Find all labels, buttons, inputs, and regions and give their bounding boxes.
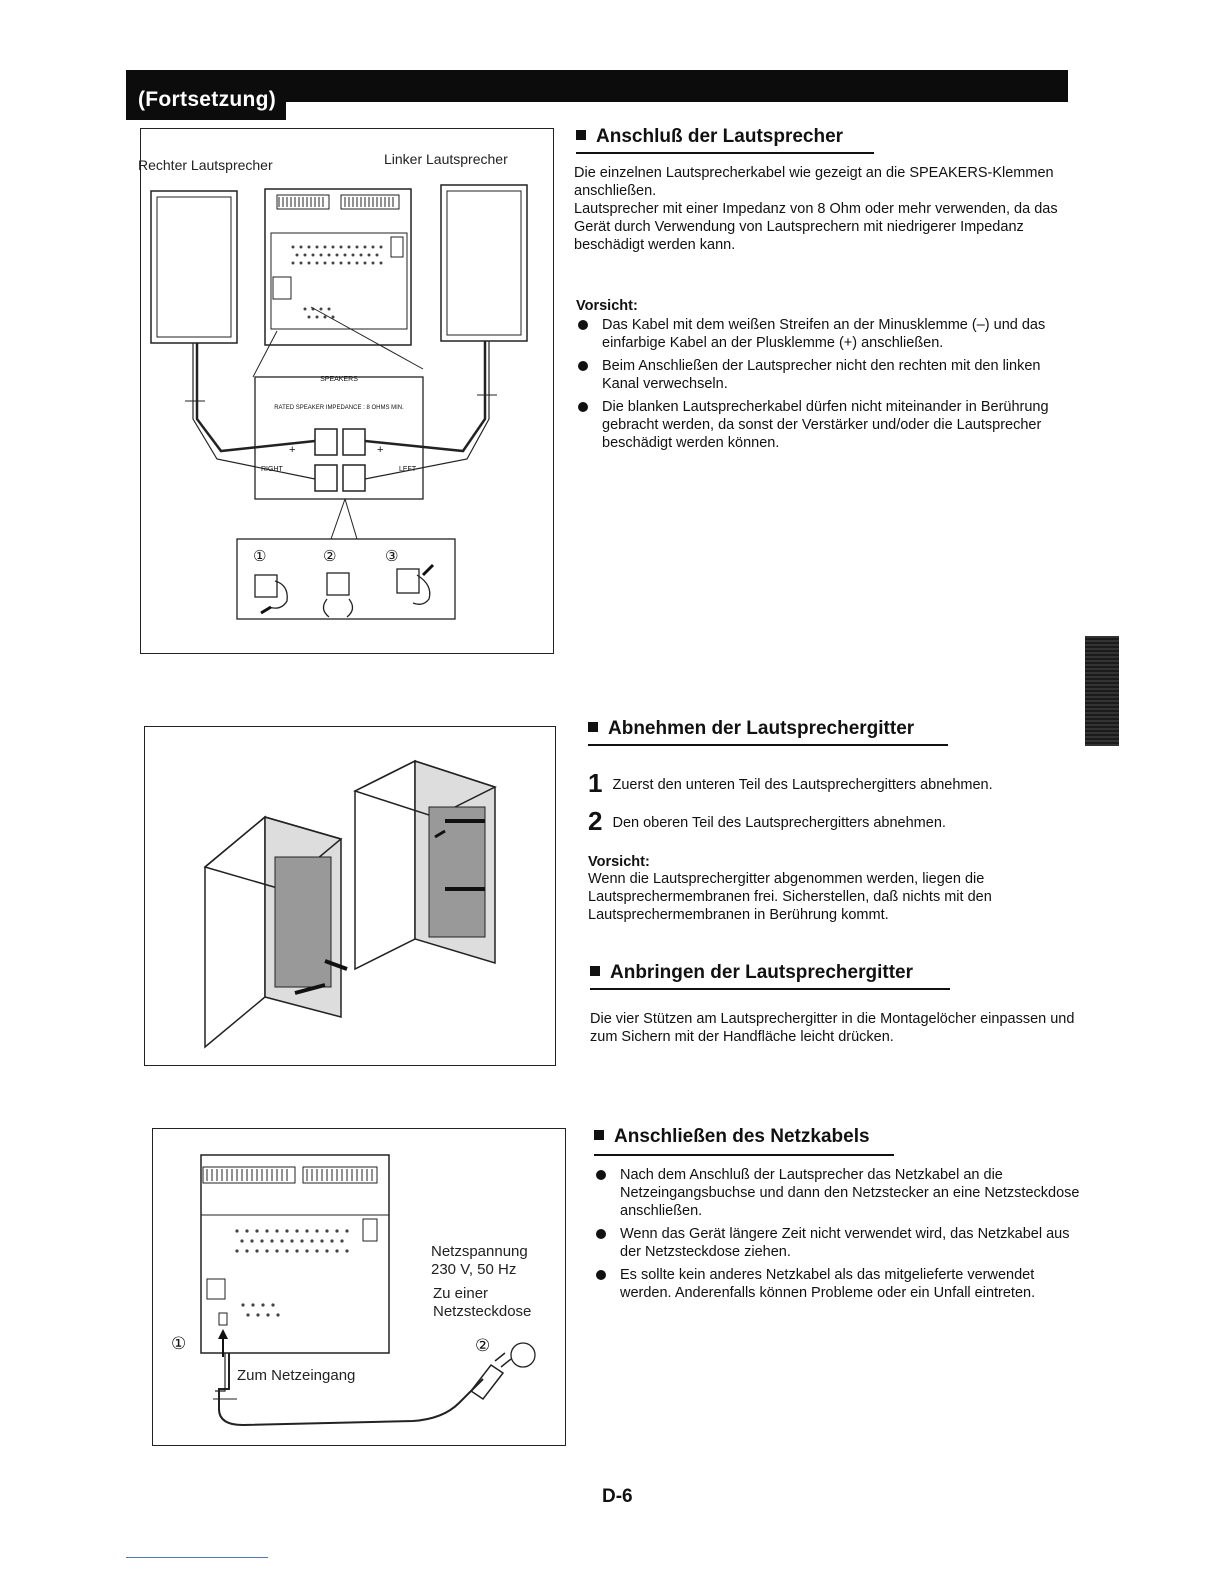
step-1-marker: ① — [171, 1334, 186, 1353]
left-speaker-label: Linker Lautsprecher — [384, 151, 508, 167]
svg-text:+: + — [289, 444, 295, 456]
grille-removal-illustration — [203, 759, 497, 1049]
section-title-text: Anschluß der Lautsprecher — [596, 126, 844, 147]
header-tab — [126, 86, 286, 120]
step-2-marker: ② — [323, 548, 336, 565]
title-underline — [594, 1154, 894, 1156]
paragraph: Die einzelnen Lautsprecherkabel wie geze… — [574, 165, 1054, 199]
step-number: 2 — [588, 806, 603, 836]
title-underline — [590, 988, 950, 990]
bullet-square-icon — [576, 129, 586, 140]
header-title: (Fortsetzung) — [138, 88, 277, 111]
power-cord-illustration: ① ② — [171, 1154, 536, 1427]
caution-list: Das Kabel mit dem weißen Streifen an der… — [576, 316, 1072, 457]
grille-removal-figure — [144, 726, 556, 1066]
bullet-square-icon — [594, 1129, 604, 1140]
list-item: Die blanken Lautsprecherkabel dürfen nic… — [576, 398, 1072, 452]
thumb-index-mark — [1085, 636, 1119, 746]
bullet-dot-icon — [578, 320, 588, 330]
step-2-marker: ② — [475, 1336, 490, 1355]
step-1-marker: ① — [253, 548, 266, 565]
section-grille-removal-title: Abnehmen der Lautsprechergitter — [588, 718, 914, 740]
voltage-value: 230 V, 50 Hz — [431, 1261, 517, 1278]
terminal-right-label: RIGHT — [261, 466, 284, 473]
caution-text: Wenn die Lautsprechergitter abgenommen w… — [588, 871, 992, 923]
list-item: Es sollte kein anderes Netzkabel als das… — [594, 1266, 1080, 1302]
list-item: Wenn das Gerät längere Zeit nicht verwen… — [594, 1225, 1080, 1261]
list-item: Nach dem Anschluß der Lautsprecher das N… — [594, 1166, 1080, 1220]
section-title-text: Anschließen des Netzkabels — [614, 1126, 870, 1147]
panel-title: SPEAKERS — [320, 376, 358, 383]
bullet-dot-icon — [578, 402, 588, 412]
footer-rule — [126, 1557, 268, 1558]
title-underline — [588, 744, 948, 746]
terminal-left-label: LEFT — [399, 466, 417, 473]
list-item: Das Kabel mit dem weißen Streifen an der… — [576, 316, 1072, 352]
step-1: 1 Zuerst den unteren Teil des Lautspreche… — [588, 768, 993, 799]
caution-title: Vorsicht: — [588, 854, 650, 870]
svg-text:+: + — [377, 444, 383, 456]
step-text: Den oberen Teil des Lautsprechergitters … — [612, 815, 946, 831]
section-title-text: Anbringen der Lautsprechergitter — [610, 962, 913, 983]
bullet-dot-icon — [578, 361, 588, 371]
voltage-label: Netzspannung — [431, 1243, 528, 1260]
paragraph: Lautsprecher mit einer Impedanz von 8 Oh… — [574, 201, 1058, 253]
step-number: 1 — [588, 768, 603, 798]
bullet-dot-icon — [596, 1229, 606, 1239]
caution-title: Vorsicht: — [576, 298, 638, 314]
speaker-connection-illustration: SPEAKERS RATED SPEAKER IMPEDANCE : 8 OHM… — [150, 184, 528, 620]
step-text: Zuerst den unteren Teil des Lautsprecher… — [612, 777, 993, 793]
section-power-cord-title: Anschließen des Netzkabels — [594, 1126, 870, 1148]
title-underline — [576, 152, 874, 154]
power-cord-figure: ① ② Netzspannung 230 V, 50 Hz Zu einer N… — [152, 1128, 566, 1446]
step-2: 2 Den oberen Teil des Lautsprechergitters… — [588, 806, 946, 837]
speaker-connection-figure: SPEAKERS RATED SPEAKER IMPEDANCE : 8 OHM… — [138, 128, 554, 654]
power-input-label: Zum Netzeingang — [237, 1367, 356, 1384]
outlet-label: Zu einer Netzsteckdose — [433, 1285, 532, 1320]
step-3-marker: ③ — [385, 548, 398, 565]
section-speaker-connection-body: Die einzelnen Lautsprecherkabel wie geze… — [574, 164, 1070, 254]
section-grille-attach-body: Die vier Stützen am Lautsprechergitter i… — [590, 1011, 1075, 1045]
section-speaker-connection-title: Anschluß der Lautsprecher — [576, 126, 843, 148]
bullet-dot-icon — [596, 1270, 606, 1280]
bullet-square-icon — [588, 721, 598, 732]
bullet-dot-icon — [596, 1170, 606, 1180]
right-speaker-label: Rechter Lautsprecher — [138, 157, 273, 173]
page-number: D-6 — [602, 1486, 633, 1507]
section-title-text: Abnehmen der Lautsprechergitter — [608, 718, 915, 739]
bullet-square-icon — [590, 965, 600, 976]
power-cord-list: Nach dem Anschluß der Lautsprecher das N… — [594, 1166, 1080, 1307]
list-item: Beim Anschließen der Lautsprecher nicht … — [576, 357, 1072, 393]
panel-impedance: RATED SPEAKER IMPEDANCE : 8 OHMS MIN. — [274, 405, 404, 411]
section-grille-attach-title: Anbringen der Lautsprechergitter — [590, 962, 913, 984]
